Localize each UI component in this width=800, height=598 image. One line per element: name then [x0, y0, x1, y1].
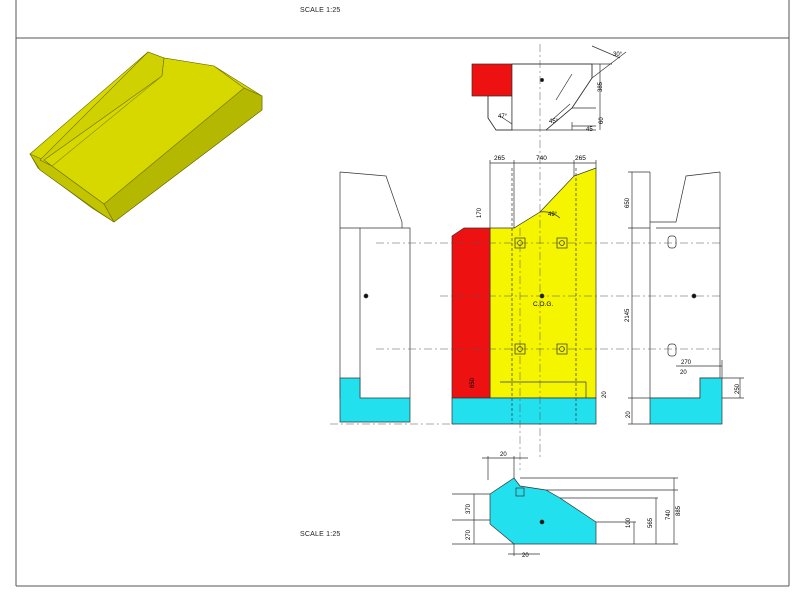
- top-red-part: [471, 63, 513, 97]
- dim-front-265-right: 265: [575, 155, 586, 162]
- drawing-frame: [15, 0, 790, 587]
- dim-right-2145: 2145: [625, 308, 631, 322]
- dim-front-49deg: 49°: [548, 212, 558, 218]
- dim-top-45deg: 45°: [549, 119, 559, 125]
- dim-top-47deg: 47°: [498, 114, 508, 120]
- dim-bottom-370: 370: [466, 503, 472, 514]
- isometric-view: [29, 51, 263, 223]
- front-red-part: [451, 227, 491, 399]
- dim-top-45: 45: [586, 127, 593, 133]
- right-side-view: [628, 171, 744, 425]
- dim-top-60: 60: [599, 117, 605, 124]
- bottom-cyan-part: [489, 477, 597, 545]
- dim-top-385: 385: [598, 81, 604, 92]
- dim-bottom-100: 100: [626, 517, 632, 528]
- dim-right-650: 650: [625, 197, 631, 208]
- dim-right-20-top: 20: [680, 370, 687, 376]
- front-view: [451, 160, 597, 425]
- dim-bottom-885: 885: [676, 505, 682, 516]
- left-side-view: [339, 171, 411, 423]
- dim-bottom-270: 270: [466, 529, 472, 540]
- centre-lines: [330, 44, 720, 470]
- dim-top-30deg: 30°: [613, 52, 623, 58]
- dim-right-20-bottom: 20: [626, 411, 632, 418]
- dim-front-740: 740: [536, 155, 547, 162]
- scale-label-top: SCALE 1:25: [300, 7, 341, 14]
- dim-front-265-left: 265: [494, 155, 505, 162]
- dim-front-170: 170: [477, 207, 483, 218]
- front-cyan-base: [451, 397, 597, 425]
- bottom-view: [452, 456, 678, 556]
- dim-front-20: 20: [602, 391, 608, 398]
- dim-right-250: 250: [735, 383, 741, 394]
- dim-front-650: 650: [470, 377, 476, 388]
- front-yellow-block: [489, 167, 597, 399]
- dim-bottom-740: 740: [666, 509, 672, 520]
- cog-label: C.O.G.: [533, 301, 553, 308]
- dim-bottom-20-top: 20: [500, 452, 507, 458]
- top-view: [471, 45, 627, 131]
- dim-bottom-565: 565: [648, 517, 654, 528]
- dim-right-270: 270: [681, 360, 692, 366]
- dim-bottom-20-bottom: 20: [522, 553, 529, 559]
- scale-label-bottom: SCALE 1:25: [300, 531, 341, 538]
